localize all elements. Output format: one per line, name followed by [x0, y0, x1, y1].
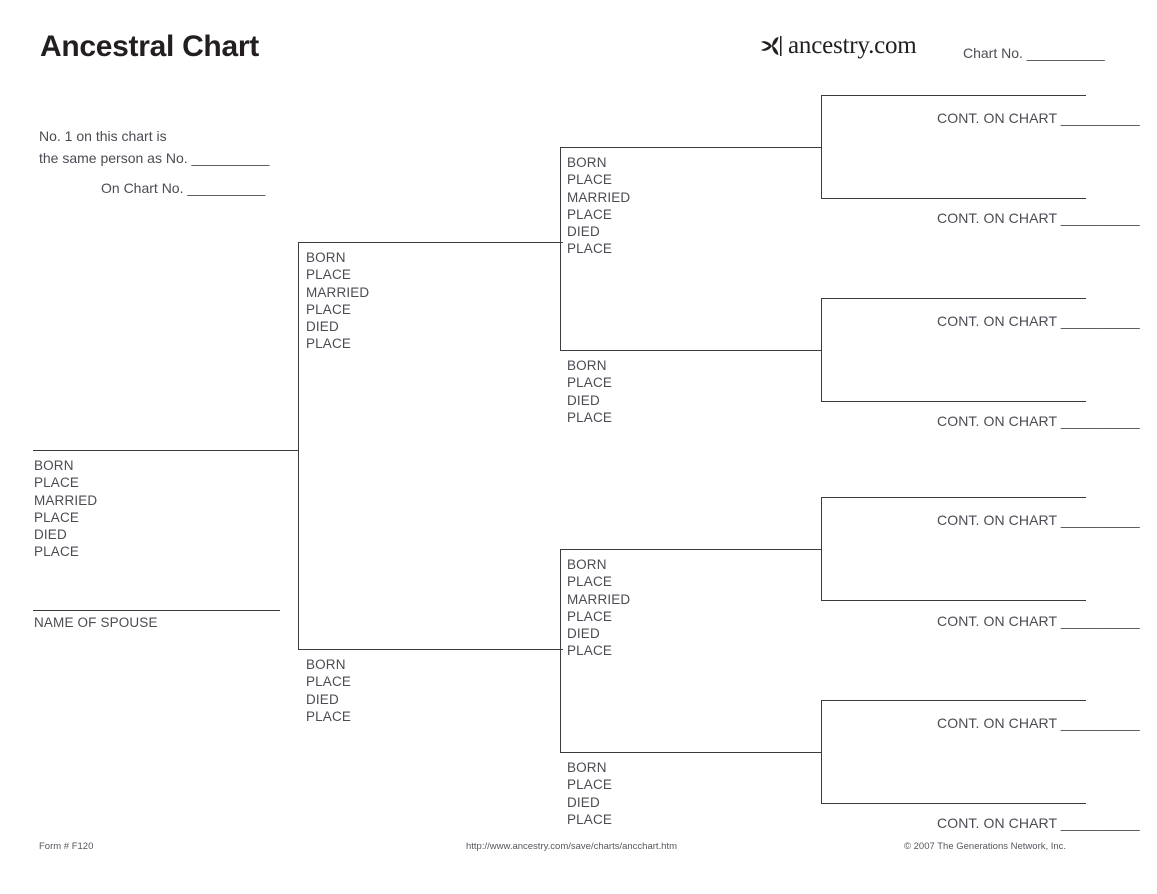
gen4-person-6-name-line — [821, 600, 1086, 601]
gen4-person-1-cont-on-chart[interactable]: CONT. ON CHART __________ — [937, 110, 1140, 126]
gen3-person-4-name-line — [560, 752, 821, 753]
gen1-name-line — [33, 450, 298, 451]
field-died: DIED — [567, 794, 600, 810]
gen4-person-3-name-line — [821, 298, 1086, 299]
field-born: BORN — [306, 657, 346, 672]
gen1-person-fields: BORN PLACE MARRIED PLACE DIED PLACE — [34, 457, 97, 561]
gen3-to-gen4-bracket-2-connector — [806, 350, 822, 351]
field-place: PLACE — [306, 674, 352, 690]
note-line-1: No. 1 on this chart is — [39, 128, 167, 144]
field-born: BORN — [306, 250, 346, 265]
field-place: PLACE — [567, 777, 613, 793]
footer-url[interactable]: http://www.ancestry.com/save/charts/ancc… — [466, 841, 678, 852]
field-place: PLACE — [567, 206, 613, 222]
field-place: PLACE — [567, 608, 613, 624]
field-died: DIED — [567, 626, 600, 642]
field-place: PLACE — [567, 409, 613, 425]
gen4-person-8-cont-on-chart[interactable]: CONT. ON CHART __________ — [937, 815, 1140, 831]
ancestry-brand-logo: ancestry.com — [757, 31, 917, 61]
footer-copyright: © 2007 The Generations Network, Inc. — [904, 841, 1067, 852]
gen4-person-3-cont-on-chart[interactable]: CONT. ON CHART __________ — [937, 313, 1140, 329]
field-place: PLACE — [567, 811, 613, 827]
gen2-person-2-fields: BORN PLACE DIED PLACE — [306, 656, 351, 725]
gen4-person-7-name-line — [821, 700, 1086, 701]
gen4-person-8-name-line — [821, 803, 1086, 804]
gen3-person-2-fields: BORN PLACE DIED PLACE — [567, 357, 612, 426]
field-died: DIED — [34, 527, 67, 543]
field-place: PLACE — [567, 574, 613, 590]
gen3-bracket-b-spine — [560, 549, 561, 753]
on-chart-no-field[interactable]: On Chart No. __________ — [101, 180, 266, 196]
same-person-as-no-field[interactable]: the same person as No. __________ — [39, 150, 270, 166]
gen1-to-gen2-connector — [280, 450, 299, 451]
field-born: BORN — [567, 760, 607, 775]
field-married: MARRIED — [306, 284, 370, 300]
gen3-person-4-fields: BORN PLACE DIED PLACE — [567, 759, 612, 828]
field-died: DIED — [567, 224, 600, 240]
field-place: PLACE — [34, 544, 80, 560]
gen4-person-1-name-line — [821, 95, 1086, 96]
ancestry-brand-text: ancestry.com — [788, 32, 917, 59]
field-place: PLACE — [34, 475, 80, 491]
field-born: BORN — [567, 358, 607, 373]
gen4-person-2-cont-on-chart[interactable]: CONT. ON CHART __________ — [937, 210, 1140, 226]
gen2-person-1-name-line — [298, 242, 563, 243]
gen3-to-gen4-bracket-1-connector — [806, 147, 822, 148]
field-place: PLACE — [567, 172, 613, 188]
gen3-person-3-name-line — [560, 549, 821, 550]
gen4-person-5-cont-on-chart[interactable]: CONT. ON CHART __________ — [937, 512, 1140, 528]
field-married: MARRIED — [567, 591, 631, 607]
field-place: PLACE — [34, 509, 80, 525]
field-place: PLACE — [567, 643, 613, 659]
gen2-person-1-fields: BORN PLACE MARRIED PLACE DIED PLACE — [306, 249, 369, 353]
gen3-person-3-fields: BORN PLACE MARRIED PLACE DIED PLACE — [567, 556, 630, 660]
footer-form-number: Form # F120 — [39, 841, 94, 852]
same-person-note: No. 1 on this chart is the same person a… — [39, 125, 269, 199]
gen3-person-1-name-line — [560, 147, 821, 148]
gen3-person-1-fields: BORN PLACE MARRIED PLACE DIED PLACE — [567, 154, 630, 258]
field-married: MARRIED — [567, 189, 631, 205]
field-born: BORN — [34, 458, 74, 473]
field-died: DIED — [306, 319, 339, 335]
field-place: PLACE — [306, 301, 352, 317]
gen4-person-6-cont-on-chart[interactable]: CONT. ON CHART __________ — [937, 613, 1140, 629]
field-place: PLACE — [306, 267, 352, 283]
gen1-spouse-line — [33, 610, 280, 611]
chart-no-field[interactable]: Chart No. __________ — [963, 45, 1105, 61]
field-place: PLACE — [567, 375, 613, 391]
gen2-person-2-name-line — [298, 649, 563, 650]
field-married: MARRIED — [34, 492, 98, 508]
gen2-bracket-spine — [298, 242, 299, 649]
gen4-person-5-name-line — [821, 497, 1086, 498]
field-died: DIED — [306, 691, 339, 707]
field-place: PLACE — [306, 708, 352, 724]
gen4-person-7-cont-on-chart[interactable]: CONT. ON CHART __________ — [937, 715, 1140, 731]
ancestry-leaf-icon — [761, 36, 782, 56]
field-died: DIED — [567, 392, 600, 408]
gen2-to-gen3-b-connector — [545, 649, 561, 650]
gen2-to-gen3-a-connector — [545, 242, 561, 243]
gen4-person-4-cont-on-chart[interactable]: CONT. ON CHART __________ — [937, 413, 1140, 429]
field-born: BORN — [567, 557, 607, 572]
gen1-spouse-caption: NAME OF SPOUSE — [34, 615, 158, 630]
field-born: BORN — [567, 155, 607, 170]
gen4-person-2-name-line — [821, 198, 1086, 199]
gen4-person-4-name-line — [821, 401, 1086, 402]
page-title: Ancestral Chart — [40, 30, 259, 63]
gen3-bracket-a-spine — [560, 147, 561, 351]
gen3-to-gen4-bracket-3-connector — [806, 549, 822, 550]
gen3-person-2-name-line — [560, 350, 821, 351]
field-place: PLACE — [306, 336, 352, 352]
gen3-to-gen4-bracket-4-connector — [806, 752, 822, 753]
field-place: PLACE — [567, 241, 613, 257]
